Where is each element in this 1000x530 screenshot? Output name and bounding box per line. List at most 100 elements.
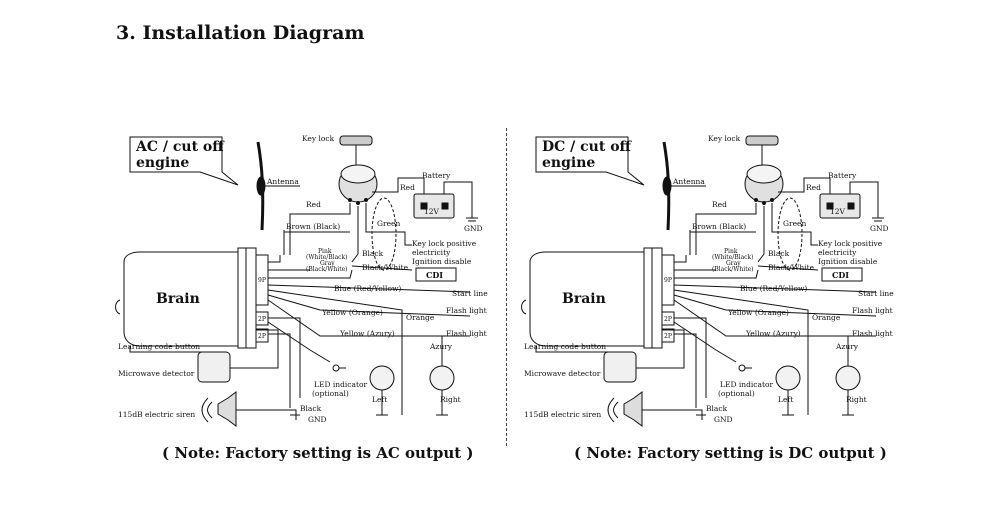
- mode-label-line2: engine: [542, 155, 595, 171]
- label-white-black: (White/Black): [306, 254, 348, 261]
- label-black: Black: [362, 249, 384, 258]
- label-black-white: Black/White: [768, 263, 815, 272]
- label-microwave-detector: Microwave detector: [524, 369, 601, 378]
- label-azury: Azury: [835, 342, 859, 351]
- label-gnd-bottom: GND: [308, 415, 327, 424]
- flash-light-right-icon: [835, 365, 861, 391]
- led-indicator-icon: [332, 364, 340, 372]
- label-battery: Battery: [828, 171, 857, 180]
- battery-icon: [819, 193, 861, 219]
- siren-icon: [217, 391, 237, 427]
- flash-light-left-icon: [775, 365, 801, 391]
- label-black-bottom: Black: [300, 404, 322, 413]
- label-brain: Brain: [156, 291, 200, 307]
- label-2p-top: 2P: [664, 316, 672, 323]
- label-blue: Blue (Red/Yellow): [740, 284, 807, 293]
- label-2p-bottom: 2P: [664, 333, 672, 340]
- label-gray: Gray: [726, 260, 741, 267]
- panel-ac: AC / cut off engine Antenna Key lock Bat…: [115, 134, 488, 427]
- battery-icon: [413, 193, 455, 219]
- label-siren: 115dB electric siren: [118, 410, 195, 419]
- label-led-optional: (optional): [312, 389, 349, 398]
- label-black-white: Black/White: [362, 263, 409, 272]
- label-yellow-azury: Yellow (Azury): [745, 329, 801, 338]
- microwave-detector-icon: [197, 351, 231, 383]
- mode-label-line2: engine: [136, 155, 189, 171]
- label-2p-top: 2P: [258, 316, 266, 323]
- label-black-white-small: (Black/White): [712, 266, 754, 273]
- label-key-lock: Key lock: [302, 134, 335, 143]
- label-antenna: Antenna: [266, 177, 299, 186]
- label-electricity: electricity: [412, 248, 451, 257]
- label-flash-light-top: Flash light: [446, 306, 487, 315]
- label-pink: Pink: [724, 248, 738, 255]
- label-yellow-orange: Yellow (Orange): [321, 308, 383, 317]
- label-flash-light: Flash light: [852, 329, 893, 338]
- label-electricity: electricity: [818, 248, 857, 257]
- cdi-box: [821, 267, 863, 282]
- label-microwave-detector: Microwave detector: [118, 369, 195, 378]
- note-dc: ( Note: Factory setting is DC output ): [574, 444, 887, 462]
- label-key-lock-positive: Key lock positive: [412, 239, 477, 248]
- label-brown-black: Brown (Black): [286, 222, 340, 231]
- label-battery-voltage: 12V: [424, 207, 440, 216]
- label-red: Red: [806, 183, 821, 192]
- label-black-bottom: Black: [706, 404, 728, 413]
- label-2p-bottom: 2P: [258, 333, 266, 340]
- label-red-antenna: Red: [306, 200, 321, 209]
- label-right: Right: [846, 395, 867, 404]
- label-black: Black: [768, 249, 790, 258]
- mode-callout-box: [535, 136, 645, 186]
- label-flash-light-top: Flash light: [852, 306, 893, 315]
- panel-dc: DC / cut off engine Antenna Key lock Bat…: [406, 0, 906, 530]
- key-lock-icon: [339, 135, 373, 146]
- label-9p: 9P: [664, 277, 672, 284]
- label-brain: Brain: [562, 291, 606, 307]
- label-gnd-bottom: GND: [714, 415, 733, 424]
- mode-callout-box: [129, 136, 239, 186]
- wiring-diagram: AC / cut off engine Antenna Key lock Bat…: [115, 134, 488, 427]
- label-azury: Azury: [429, 342, 453, 351]
- label-learning-code-button: Learning code button: [524, 342, 606, 351]
- label-pink: Pink: [318, 248, 332, 255]
- label-key-lock-positive: Key lock positive: [818, 239, 883, 248]
- label-blue: Blue (Red/Yellow): [334, 284, 401, 293]
- page-title: 3. Installation Diagram: [116, 22, 365, 44]
- label-start-line: Start line: [452, 289, 488, 298]
- label-gnd: GND: [870, 224, 889, 233]
- label-brown-black: Brown (Black): [692, 222, 746, 231]
- label-cdi: CDI: [832, 270, 849, 280]
- cdi-box: [415, 267, 457, 282]
- microwave-detector-icon: [603, 351, 637, 383]
- label-red-antenna: Red: [712, 200, 727, 209]
- label-start-line: Start line: [858, 289, 894, 298]
- label-gnd: GND: [464, 224, 483, 233]
- label-right: Right: [440, 395, 461, 404]
- label-orange: Orange: [406, 313, 435, 322]
- label-red: Red: [400, 183, 415, 192]
- mode-label-line1: AC / cut off: [135, 139, 225, 155]
- led-indicator-icon: [738, 364, 746, 372]
- label-orange: Orange: [812, 313, 841, 322]
- label-green: Green: [377, 219, 400, 228]
- label-battery: Battery: [422, 171, 451, 180]
- label-cdi: CDI: [426, 270, 443, 280]
- label-siren: 115dB electric siren: [524, 410, 601, 419]
- label-battery-voltage: 12V: [830, 207, 846, 216]
- label-yellow-orange: Yellow (Orange): [727, 308, 789, 317]
- key-lock-icon: [745, 135, 779, 146]
- label-9p: 9P: [258, 277, 266, 284]
- label-white-black: (White/Black): [712, 254, 754, 261]
- label-left: Left: [778, 395, 793, 404]
- label-green: Green: [783, 219, 806, 228]
- label-yellow-azury: Yellow (Azury): [339, 329, 395, 338]
- label-flash-light: Flash light: [446, 329, 487, 338]
- label-left: Left: [372, 395, 387, 404]
- label-ignition-disable: Ignition disable: [818, 257, 878, 266]
- label-key-lock: Key lock: [708, 134, 741, 143]
- label-learning-code-button: Learning code button: [118, 342, 200, 351]
- mode-label-line1: DC / cut off: [542, 139, 633, 155]
- label-led-indicator: LED indicator: [720, 380, 773, 389]
- label-ignition-disable: Ignition disable: [412, 257, 472, 266]
- siren-icon: [623, 391, 643, 427]
